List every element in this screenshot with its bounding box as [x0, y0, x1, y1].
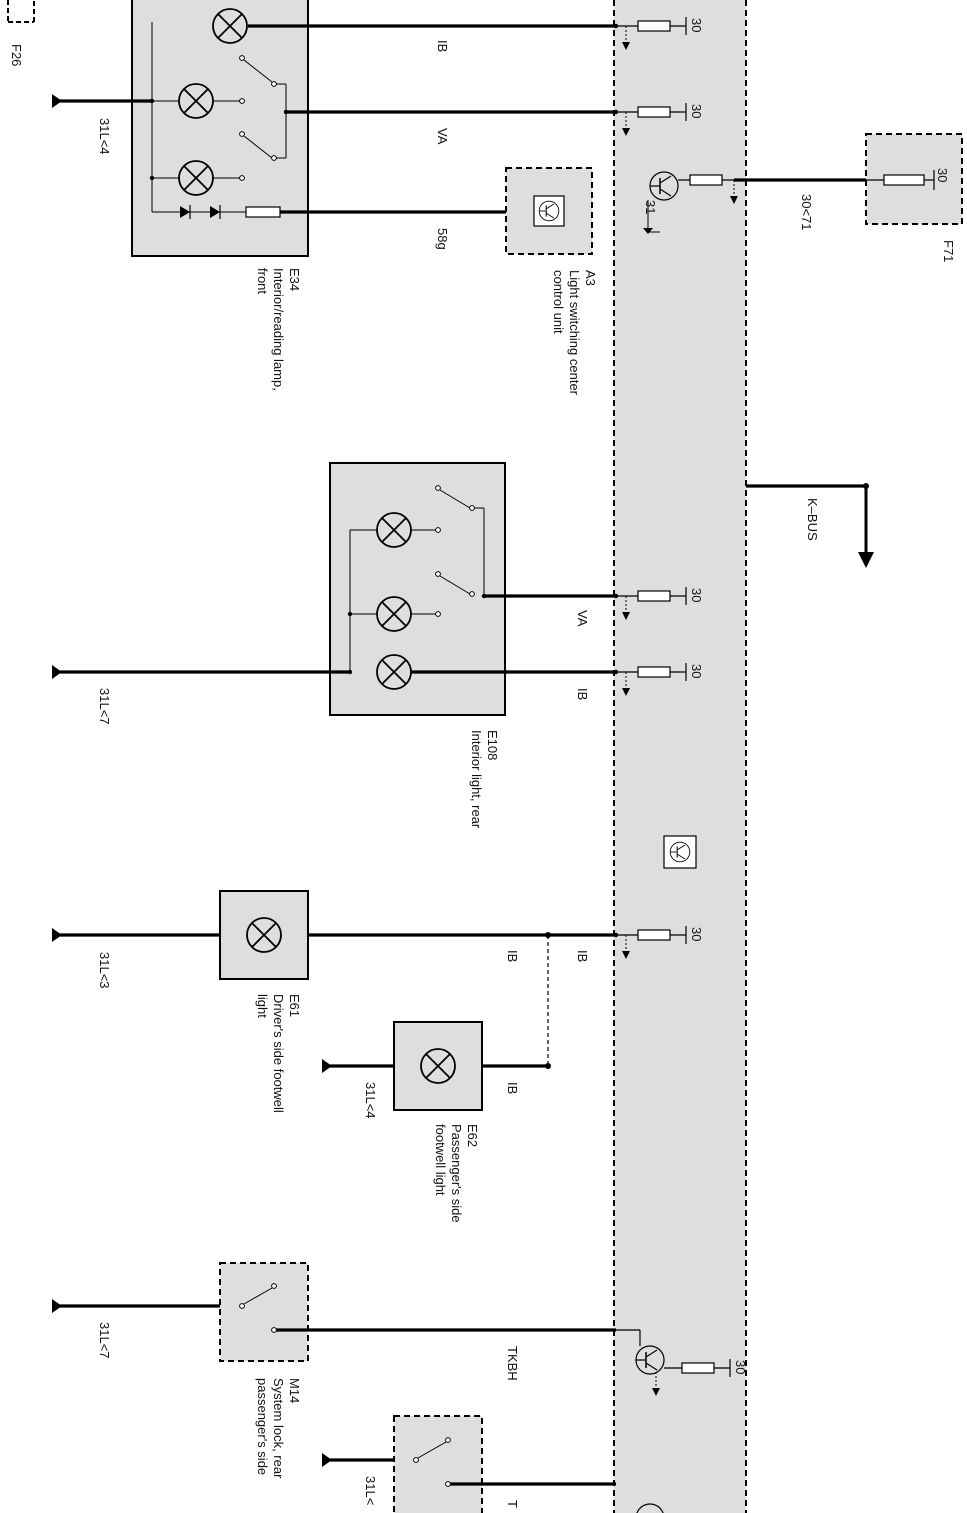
fuse-f26: F26: [7, 0, 35, 66]
e108-id: E108: [485, 730, 500, 760]
wire-ib-5: IB: [505, 1082, 520, 1094]
a3-id: A3: [583, 270, 598, 286]
pin-30-footwell: 30: [689, 927, 704, 941]
e62-footwell-light-passenger: E62 Passenger's side footwell light: [393, 1021, 483, 1223]
pin-30-ib-top: 30: [689, 18, 704, 32]
e108-interior-light-rear: E108 Interior light, rear: [329, 462, 506, 829]
wire-va-1: VA: [435, 128, 450, 145]
ground-31l4-top: 31L<4: [97, 118, 112, 155]
pin-30-ib-mid: 30: [689, 664, 704, 678]
wire-tkbh: TKBH: [505, 1346, 520, 1381]
pin-30-va-mid: 30: [689, 588, 704, 602]
m14-label-line2: passenger's side: [255, 1378, 270, 1475]
pin-30-m14: 30: [733, 1360, 748, 1374]
ground-31l7-mid: 31L<7: [97, 688, 112, 725]
wire-ib-2: IB: [575, 688, 590, 700]
fuse-f71: 30 30<71 F71: [734, 133, 963, 262]
m14-id: M14: [287, 1378, 302, 1403]
ground-31l7-bottom: 31L<7: [97, 1322, 112, 1359]
m14-wiring: 31L<7 TKBH 30: [52, 1299, 748, 1396]
pin-30-va-top: 30: [689, 104, 704, 118]
band-transistor-icon: [663, 835, 697, 869]
f71-pin-30: 30: [935, 168, 950, 182]
wire-30-71: 30<71: [799, 194, 814, 231]
control-unit-band: [613, 0, 747, 1513]
wire-ib-3: IB: [505, 950, 520, 962]
m14-system-lock: M14 System lock, rear passenger's side: [219, 1262, 309, 1479]
kbus-label: K–BUS: [805, 498, 820, 541]
a3-light-switching-center: A3 Light switching center control unit: [505, 167, 598, 396]
wire-58g: 58g: [435, 228, 450, 250]
e62-id: E62: [465, 1124, 480, 1147]
e61-label-line2: light: [255, 994, 270, 1018]
e34-label-line2: front: [255, 268, 270, 294]
e62-label-line1: Passenger's side: [449, 1124, 464, 1223]
bottom-partial-lock: 31L< T: [322, 1415, 664, 1513]
e61-label-line1: Driver's side footwell: [271, 994, 286, 1113]
f71-id: F71: [941, 240, 956, 262]
e34-label-line1: Interior/reading lamp,: [271, 268, 286, 391]
e34-wiring: IB VA 58g 31L<4: [52, 24, 616, 250]
m14-label-line1: System lock, rear: [271, 1378, 286, 1479]
a3-label-line2: control unit: [551, 270, 566, 334]
k-bus: K–BUS: [746, 483, 874, 568]
wire-ib-4: IB: [575, 950, 590, 962]
e61-id: E61: [287, 994, 302, 1017]
pin-31: 31: [643, 200, 658, 214]
ground-31l4-bottom: 31L<4: [363, 1082, 378, 1119]
e61-footwell-light-driver: E61 Driver's side footwell light: [219, 890, 309, 1113]
ground-31l-partial: 31L<: [363, 1476, 378, 1505]
e108-label-line1: Interior light, rear: [469, 730, 484, 829]
e34-reading-lamp: E34 Interior/reading lamp, front: [131, 0, 309, 391]
footwell-wiring: 31L<3 31L<4 IB IB IB 30: [52, 925, 704, 1119]
f26-label: F26: [9, 44, 24, 66]
e34-id: E34: [287, 268, 302, 291]
ground-31l3: 31L<3: [97, 952, 112, 989]
wire-t-partial: T: [505, 1500, 520, 1508]
e62-label-line2: footwell light: [433, 1124, 448, 1196]
wire-va-2: VA: [575, 610, 590, 627]
band-connectors-top: 30 30 31: [613, 16, 738, 234]
wire-ib-1: IB: [435, 40, 450, 52]
e108-wiring: VA IB 31L<7 30 30: [52, 586, 704, 725]
a3-label-line1: Light switching center: [567, 270, 582, 396]
